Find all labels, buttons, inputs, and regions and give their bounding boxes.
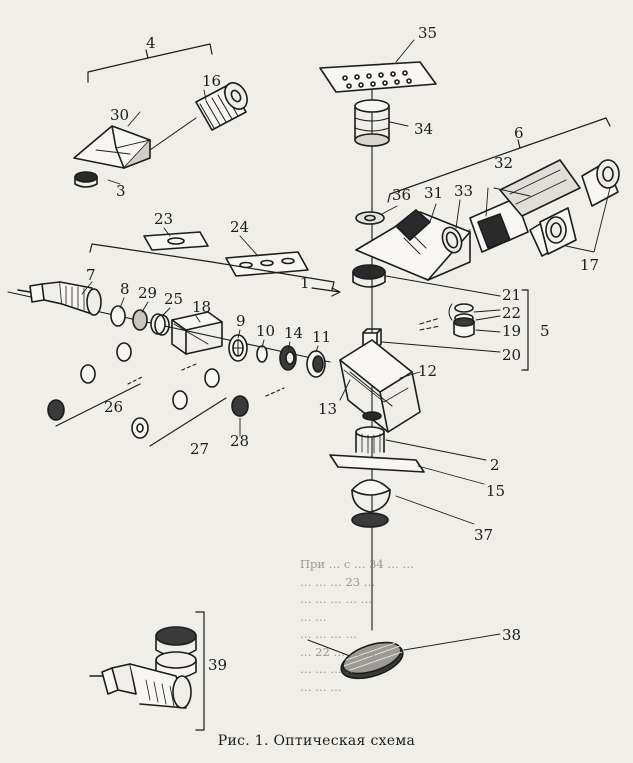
label-14: 14: [284, 324, 303, 342]
body-text-bleed: При … с … 34 … … … … … 23 … … … … … … … …: [300, 556, 630, 696]
label-4: 4: [146, 34, 156, 52]
label-25: 25: [164, 290, 183, 308]
label-22: 22: [502, 304, 521, 322]
part-35-scale-strip: [319, 61, 437, 93]
part-10-lens: [256, 345, 268, 363]
label-34: 34: [414, 120, 433, 138]
label-32: 32: [494, 154, 513, 172]
part-9-diaphragm-wheel: [228, 334, 248, 362]
label-1: 1: [300, 274, 310, 292]
part-26-filters: [47, 342, 141, 427]
label-10: 10: [256, 322, 275, 340]
group-5: [448, 289, 529, 371]
part-number-labels: 1 2 3 4 5 6 7 8 9 10 11 12 13 14 15 16 1…: [86, 24, 599, 674]
part-2-condenser-tube: [355, 411, 385, 454]
group-39-lamp-assembly: [89, 611, 205, 731]
label-15: 15: [486, 482, 505, 500]
part-34-lens-barrel: [354, 99, 390, 147]
label-9: 9: [236, 312, 246, 330]
part-7-lamp-housing: [17, 281, 102, 316]
body-line: … … … 23 …: [300, 574, 376, 589]
label-39: 39: [208, 656, 227, 674]
part-30-prism: [73, 125, 151, 169]
label-16: 16: [202, 72, 221, 90]
part-14-ring: [279, 345, 297, 371]
label-26: 26: [104, 398, 123, 416]
body-line: … …: [300, 609, 327, 624]
label-20: 20: [502, 346, 521, 364]
part-28-filter: [231, 395, 249, 417]
body-line: … … … …: [300, 662, 357, 676]
label-12: 12: [418, 362, 437, 380]
label-3: 3: [116, 182, 126, 200]
label-37: 37: [474, 526, 493, 544]
body-line: При … с … 34 … …: [300, 557, 415, 571]
label-30: 30: [110, 106, 129, 124]
label-6: 6: [514, 124, 524, 142]
label-5: 5: [540, 322, 550, 340]
label-23: 23: [154, 210, 173, 228]
part-16-eyepiece-tube: [149, 82, 248, 151]
group-1-bracket: [89, 243, 335, 291]
part-12-13-prism-block: [339, 339, 421, 433]
label-21: 21: [502, 286, 521, 304]
part-37-condenser-lens: [351, 479, 391, 528]
label-13: 13: [318, 400, 337, 418]
label-8: 8: [120, 280, 130, 298]
part-3-knob: [74, 171, 98, 188]
arrow-right: [311, 287, 341, 297]
label-11: 11: [312, 328, 331, 346]
body-line: … … … … …: [300, 592, 373, 606]
body-line: … 22 … … …: [300, 644, 376, 659]
label-29: 29: [138, 284, 157, 302]
body-line: … … … …: [300, 627, 357, 641]
part-23-plate: [143, 231, 209, 251]
label-2: 2: [490, 456, 500, 474]
part-15-slide-plate: [329, 454, 425, 473]
label-35: 35: [418, 24, 437, 42]
label-31: 31: [424, 184, 443, 202]
label-33: 33: [454, 182, 473, 200]
label-28: 28: [230, 432, 249, 450]
label-36: 36: [392, 186, 411, 204]
part-21-ring: [352, 264, 386, 288]
part-17-eyepieces: [539, 159, 620, 255]
part-18-filter-cube: [171, 311, 223, 355]
leader-lines: [81, 39, 611, 651]
label-17: 17: [580, 256, 599, 274]
part-25-lens: [150, 313, 170, 336]
part-24-plate: [225, 251, 309, 277]
label-27: 27: [190, 440, 209, 458]
figure-caption: Рис. 1. Оптическая схема: [217, 733, 416, 749]
body-line: … … …: [300, 679, 342, 694]
part-38-mirror: [307, 639, 404, 680]
label-24: 24: [230, 218, 249, 236]
label-19: 19: [502, 322, 521, 340]
label-7: 7: [86, 266, 96, 284]
label-38: 38: [502, 626, 521, 644]
label-18: 18: [192, 298, 211, 316]
part-27-filters: [131, 368, 227, 447]
part-11-ring: [306, 350, 326, 378]
part-36-washer: [355, 211, 385, 225]
part-29-lens: [132, 309, 148, 331]
part-8-lens: [110, 305, 126, 327]
part-33-lens: [441, 226, 463, 254]
